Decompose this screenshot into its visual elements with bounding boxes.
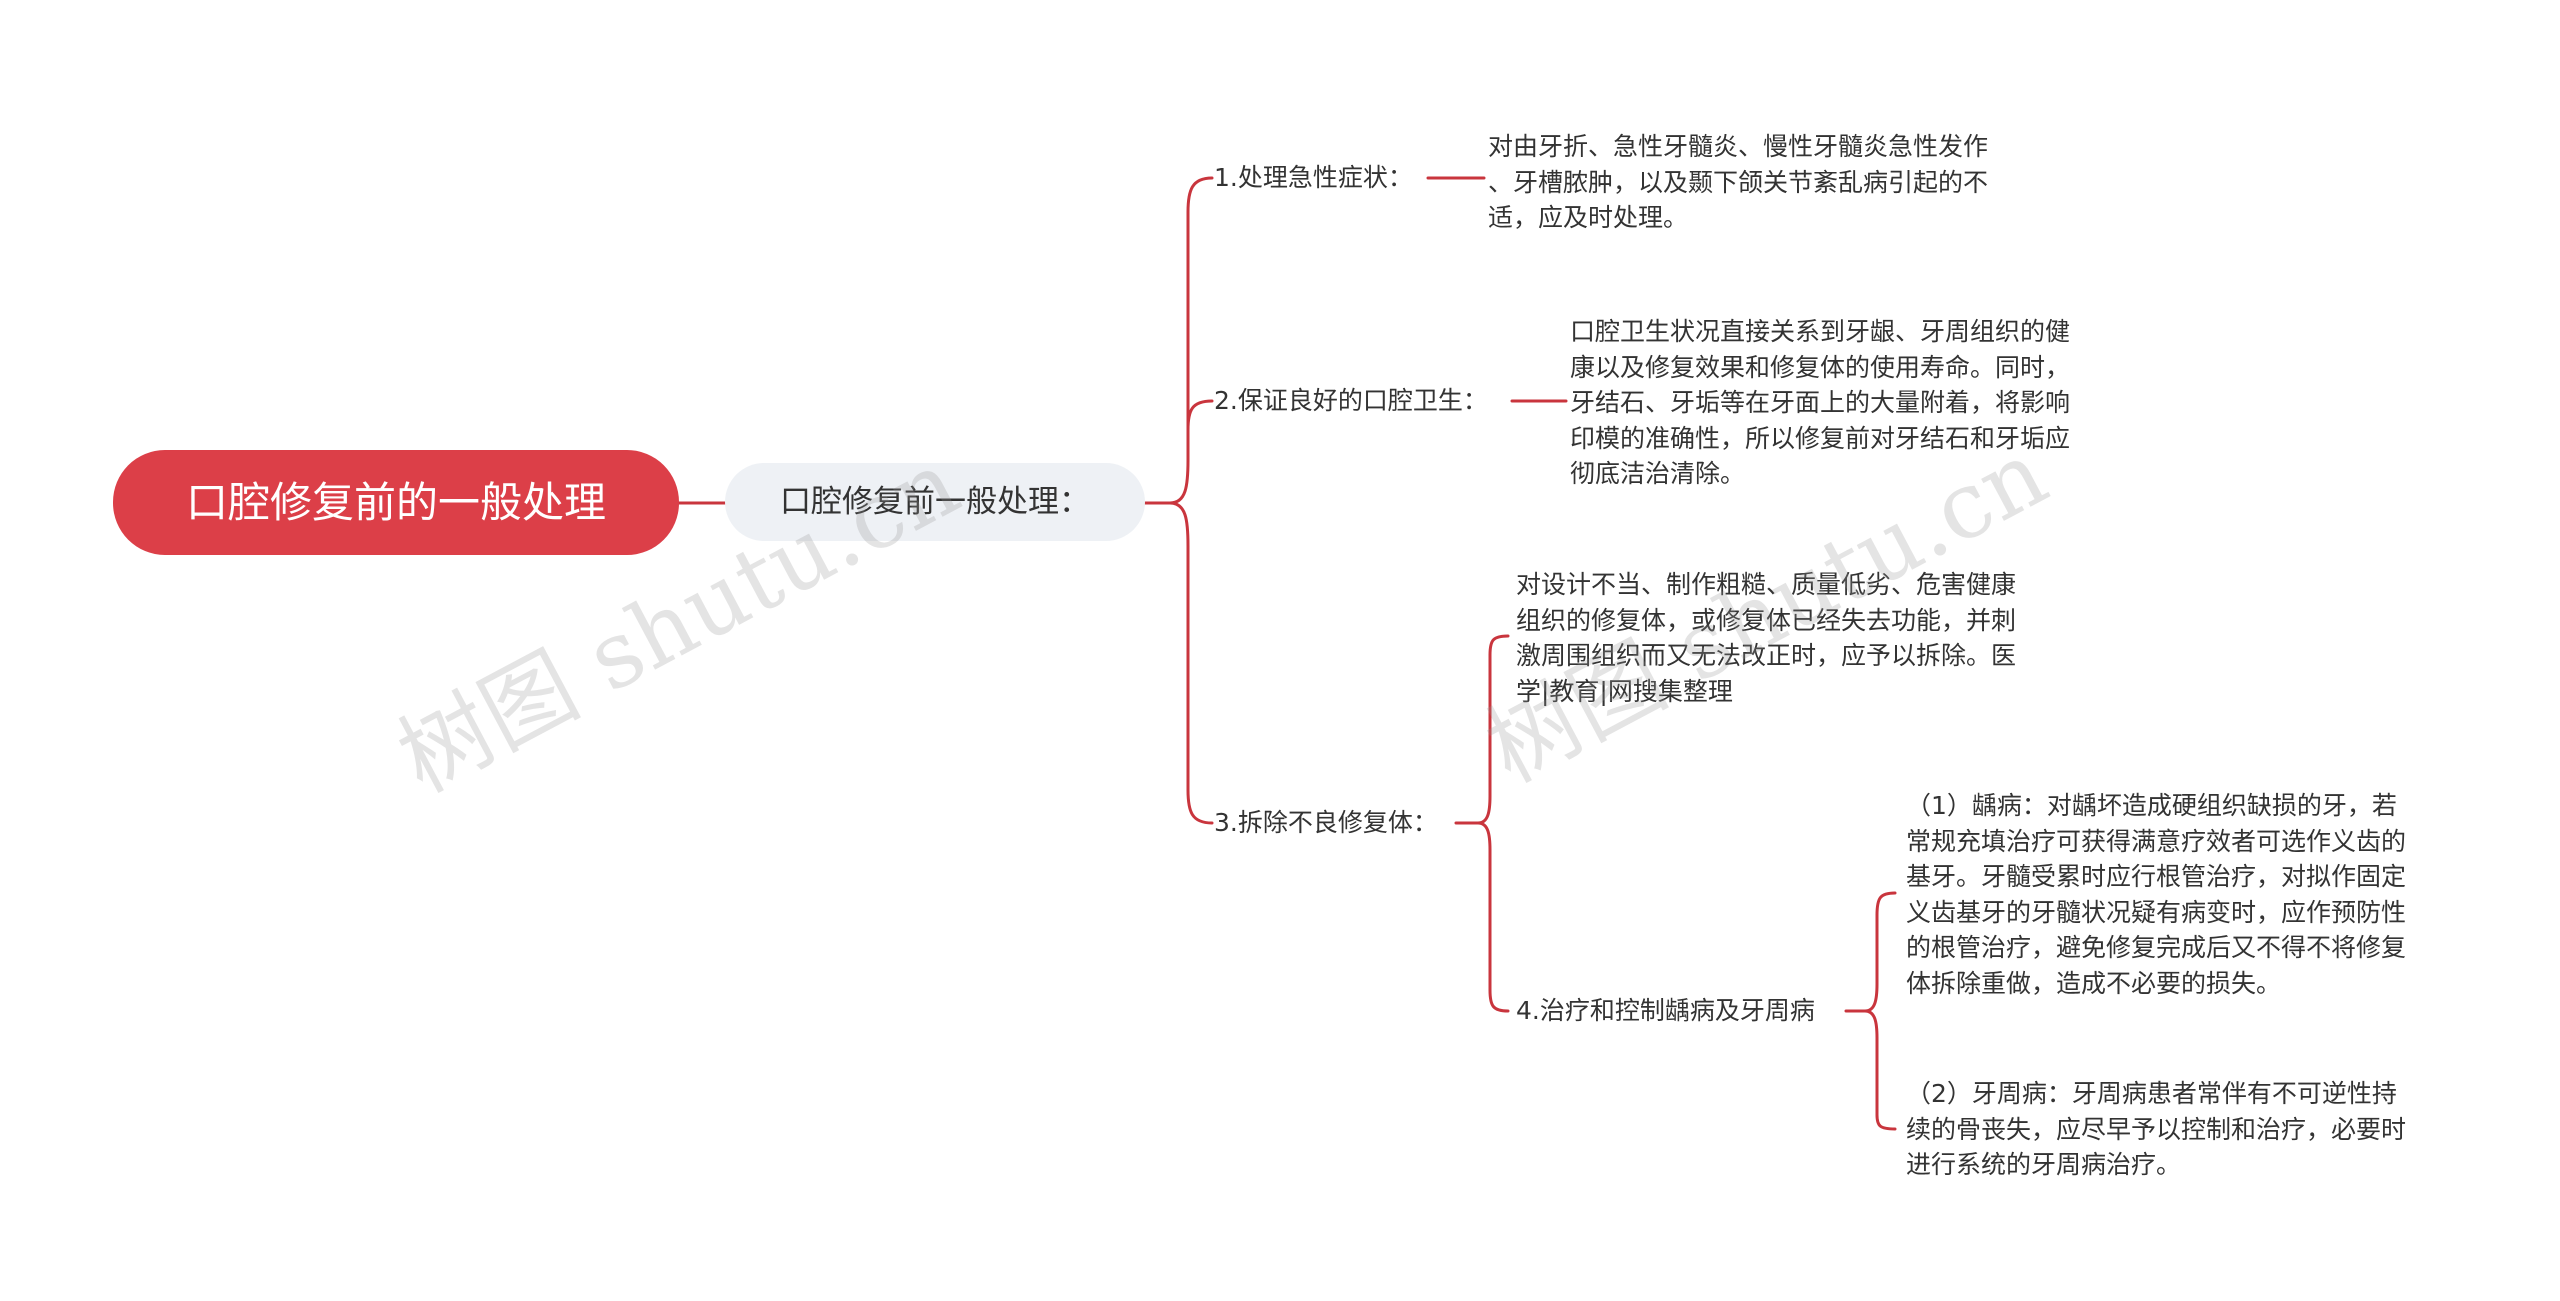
branch-3-detail[interactable]: 对设计不当、制作粗糙、质量低劣、危害健康 组织的修复体，或修复体已经失去功能，并… <box>1516 570 2017 706</box>
edge-branch-3-bracket <box>1454 634 1510 825</box>
edge-hub-branch-1 <box>1143 176 1214 505</box>
sub-item-caries[interactable]: （1）龋病：对龋坏造成硬组织缺损的牙，若 常规充填治疗可获得满意疗效者可选作义齿… <box>1906 791 2407 998</box>
branch-1-label[interactable]: 1.处理急性症状： <box>1214 163 1413 192</box>
root-topic[interactable]: 口腔修复前的一般处理 <box>113 450 679 555</box>
branch-2-label[interactable]: 2.保证良好的口腔卫生： <box>1214 386 1488 415</box>
hub-topic[interactable]: 口腔修复前一般处理： <box>725 463 1145 541</box>
branch-2-detail[interactable]: 口腔卫生状况直接关系到牙龈、牙周组织的健 康以及修复效果和修复体的使用寿命。同时… <box>1570 317 2071 488</box>
edge-hub-branch-3 <box>1168 501 1214 825</box>
branch-3-label[interactable]: 3.拆除不良修复体： <box>1214 808 1438 837</box>
branch-3-sub-label[interactable]: 4.治疗和控制龋病及牙周病 <box>1516 996 1815 1025</box>
edge-sub-bracket-top <box>1844 891 1897 1013</box>
edge-hub-branch-2 <box>1186 399 1214 462</box>
branch-1-detail[interactable]: 对由牙折、急性牙髓炎、慢性牙髓炎急性发作 、牙槽脓肿，以及颞下颌关节紊乱病引起的… <box>1488 132 1989 232</box>
edge-sub-bracket-bottom <box>1863 1009 1897 1131</box>
edge-branch-3-sub <box>1476 821 1510 1013</box>
sub-item-periodontal[interactable]: （2）牙周病：牙周病患者常伴有不可逆性持 续的骨丧失，应尽早予以控制和治疗，必要… <box>1906 1079 2407 1179</box>
